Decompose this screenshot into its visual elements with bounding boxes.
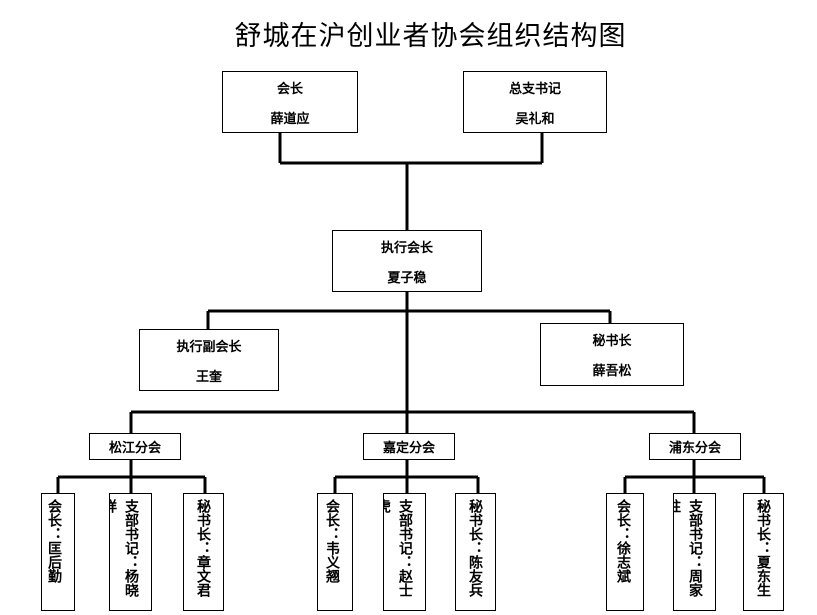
executive-president-box: 执行会长 夏子稳 [332, 230, 482, 292]
branch-pudong-name: 浦东分会 [668, 441, 721, 456]
branch-songjiang-name: 松江分会 [108, 441, 161, 456]
jiading-president: 会长：韦义翘 [317, 493, 353, 611]
vice-executive-box: 执行副会长 王奎 [139, 329, 279, 391]
jiading-secretary: 秘书长：陈友兵 [455, 493, 496, 611]
vice-executive-role: 执行副会长 [176, 339, 242, 355]
pudong-president: 会长：徐志斌 [606, 493, 644, 611]
songjiang-president: 会长：匡后勤 [41, 493, 75, 611]
executive-president-role: 执行会长 [380, 240, 433, 256]
secretary-role: 秘书长 [592, 333, 632, 349]
party-secretary-box: 总支书记 吴礼和 [463, 71, 607, 133]
party-secretary-role: 总支书记 [508, 81, 561, 97]
songjiang-secretary: 秘书长：章文君 [183, 493, 224, 611]
branch-jiading-box: 嘉定分会 [363, 433, 455, 460]
party-secretary-name: 吴礼和 [515, 111, 555, 127]
branch-jiading-name: 嘉定分会 [382, 441, 435, 456]
songjiang-party-secretary: 支部书记：杨晓祥 [109, 493, 152, 611]
president-role: 会长 [276, 81, 303, 97]
pudong-party-secretary: 支部书记：周家柱 [673, 493, 716, 611]
executive-president-name: 夏子稳 [387, 270, 427, 286]
branch-pudong-box: 浦东分会 [649, 433, 741, 460]
diagram-title: 舒城在沪创业者协会组织结构图 [234, 21, 627, 52]
secretary-box: 秘书长 薛吾松 [540, 323, 684, 386]
vice-executive-name: 王奎 [195, 369, 222, 385]
pudong-secretary: 秘书长：夏东生 [743, 493, 784, 611]
branch-songjiang-box: 松江分会 [89, 433, 181, 460]
president-name: 薛道应 [270, 111, 310, 127]
president-box: 会长 薛道应 [222, 71, 358, 133]
jiading-party-secretary: 支部书记：赵士虎 [383, 493, 426, 611]
secretary-name: 薛吾松 [592, 364, 632, 380]
